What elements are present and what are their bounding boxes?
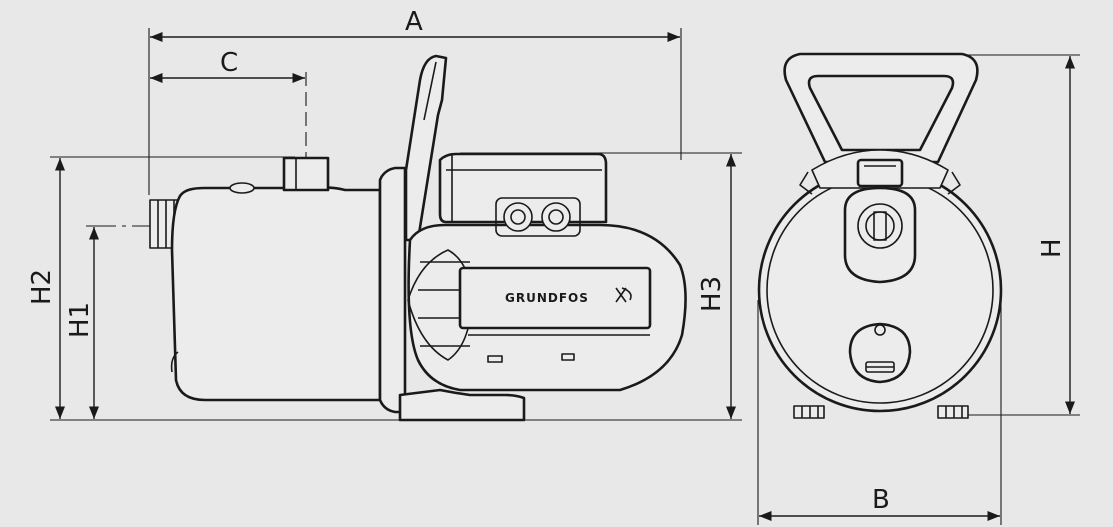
dimension-h1: H1	[65, 225, 210, 419]
brand-logo-icon	[615, 287, 632, 303]
pump-side-view: GRUNDFOS	[149, 54, 687, 422]
brand-logo-text: GRUNDFOS	[505, 291, 589, 305]
dimension-label-h: H	[1037, 238, 1067, 258]
dimension-label-b: B	[872, 485, 890, 515]
dimension-a: A	[148, 7, 682, 195]
front-foot-right	[937, 405, 969, 419]
dimension-label-a: A	[405, 7, 423, 37]
dimension-label-h1: H1	[65, 302, 95, 338]
dimension-label-h3: H3	[697, 276, 727, 312]
dimension-c: C	[150, 48, 307, 160]
pump-front-view	[757, 52, 1003, 419]
dimension-h2: H2	[27, 156, 295, 419]
dimension-label-c: C	[220, 48, 238, 78]
front-foot-left	[793, 405, 825, 419]
dimension-b: B	[757, 300, 1002, 525]
dimension-label-h2: H2	[27, 269, 57, 305]
